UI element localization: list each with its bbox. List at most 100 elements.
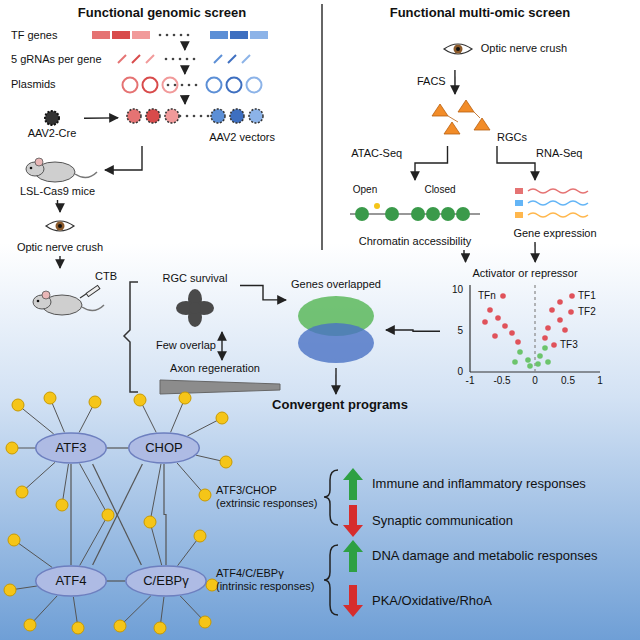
illustration-shape <box>211 109 225 123</box>
step-node: Axon regeneration <box>150 360 280 394</box>
annotation-label: -1 <box>466 375 475 387</box>
retina-figure <box>176 289 214 327</box>
illustration-shape <box>143 78 158 93</box>
illustration-shape <box>444 122 460 134</box>
panel-divider <box>321 4 323 250</box>
illustration-shape <box>72 622 84 634</box>
annotation-label: TF3 <box>560 339 578 351</box>
illustration-shape <box>474 112 480 118</box>
node-label: Activator or repressor <box>472 267 577 280</box>
illustration-shape <box>474 118 490 130</box>
illustration-shape <box>502 323 508 329</box>
illustration-shape <box>173 34 176 37</box>
network-link <box>93 464 143 565</box>
illustration-shape <box>6 442 18 454</box>
flow-arrow <box>105 146 142 170</box>
optic-nerve-figure <box>160 380 280 394</box>
node-label: C/EBPγ <box>143 573 189 589</box>
illustration-shape <box>535 361 541 367</box>
flow-arrow <box>415 146 448 180</box>
illustration-shape <box>188 84 191 87</box>
illustration-shape <box>432 104 448 116</box>
step-node: LSL-Cas9 mice <box>10 150 105 200</box>
node-label: Axon regeneration <box>170 362 260 375</box>
step-node: RGC survival <box>150 270 240 332</box>
illustration-shape <box>4 584 16 596</box>
illustration-shape <box>441 207 455 221</box>
node-label: Gene expression <box>513 227 596 240</box>
step-node: 5 gRNAs per gene <box>8 50 278 70</box>
illustration-shape <box>448 116 458 122</box>
bracket <box>124 282 138 392</box>
edge-label: FACS <box>417 75 446 88</box>
up-arrow <box>343 540 363 572</box>
flow-arrow <box>58 200 61 212</box>
illustration-shape <box>525 357 531 363</box>
node-label: TF genes <box>11 29 57 42</box>
illustration-shape <box>207 78 222 93</box>
illustration-shape <box>426 207 440 221</box>
annotation-label: ATF4/C/EBPγ (intrinsic responses) <box>216 567 320 593</box>
down-arrow <box>343 585 363 617</box>
illustration-shape <box>557 317 563 323</box>
nucleosome-figure <box>350 203 480 221</box>
annotation-label: Immune and inflammatory responses <box>372 476 586 492</box>
illustration-shape <box>174 84 177 87</box>
brace <box>324 545 338 615</box>
illustration-shape <box>214 55 222 63</box>
illustration-shape <box>458 100 474 112</box>
node-label: Optic nerve crush <box>17 241 103 254</box>
mouse-figure <box>26 158 97 182</box>
illustration-shape <box>194 530 206 542</box>
illustration-shape <box>549 307 555 313</box>
illustration-shape <box>132 31 150 39</box>
repeat-marks <box>4 31 575 634</box>
illustration-shape <box>186 115 189 118</box>
illustration-shape <box>528 189 588 193</box>
step-node: Plasmids <box>8 74 278 96</box>
eye-figure <box>46 221 74 231</box>
illustration-shape <box>542 345 548 351</box>
step-node: CTB <box>10 268 120 326</box>
flow-arrow <box>386 330 440 331</box>
illustration-shape <box>123 78 138 93</box>
illustration-shape <box>230 109 244 123</box>
node-label: LSL-Cas9 mice <box>20 185 95 198</box>
annotation-label: DNA damage and metabolic responses <box>372 548 597 564</box>
plot-axes <box>470 285 600 372</box>
illustration-shape <box>179 58 182 61</box>
illustration-shape <box>517 349 523 355</box>
illustration-shape <box>44 392 56 404</box>
illustration-shape <box>80 515 108 565</box>
node-label: Convergent programs <box>272 397 408 413</box>
illustration-shape <box>534 285 535 372</box>
illustration-shape <box>482 319 488 325</box>
virus-figure <box>45 111 59 125</box>
illustration-shape <box>165 58 168 61</box>
illustration-shape <box>227 78 242 93</box>
annotation-label: 0 <box>457 366 463 378</box>
step-node: Optic nerve crush <box>440 28 570 70</box>
node-label: Genes overlapped <box>291 278 381 291</box>
node-label: AAV2-Cre <box>28 127 77 140</box>
flow-arrow <box>59 256 60 268</box>
illustration-shape <box>545 325 551 331</box>
illustration-shape <box>114 620 126 632</box>
annotation-label: 10 <box>452 284 463 296</box>
step-node: Convergent programs <box>262 394 418 416</box>
flow-arrow <box>497 146 535 180</box>
illustration-shape <box>8 534 20 546</box>
illustration-shape <box>250 31 268 39</box>
illustration-shape <box>515 212 523 218</box>
illustration-shape <box>167 84 170 87</box>
illustration-shape <box>557 299 563 305</box>
flow-arrow <box>221 332 222 360</box>
venn-circle <box>298 323 374 363</box>
illustration-shape <box>179 115 182 118</box>
annotation-label: TF1 <box>578 290 596 302</box>
node-label: 5 gRNAs per gene <box>11 53 102 66</box>
tf-ellipse: ATF4 <box>35 565 107 597</box>
